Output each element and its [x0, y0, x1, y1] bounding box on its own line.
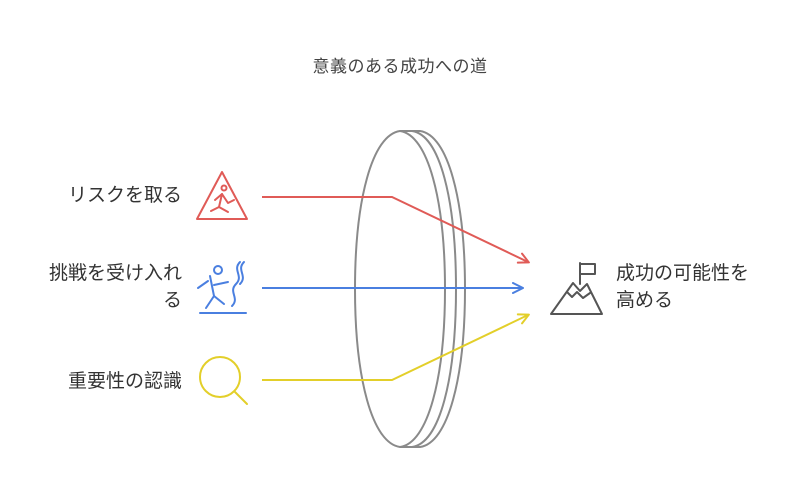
arrow-importance	[262, 313, 530, 381]
warning-fall-icon	[196, 171, 248, 220]
arrow-risk	[262, 196, 530, 264]
mountain-flag-icon	[550, 262, 603, 315]
input-label-importance: 重要性の認識	[67, 370, 182, 392]
output-label-line2: 高める	[616, 289, 674, 311]
climber-icon	[197, 261, 247, 314]
magnifier-icon	[199, 356, 248, 405]
diagram-title: 意義のある成功への道	[312, 57, 488, 77]
input-label-challenge-line2: る	[162, 289, 182, 311]
input-label-challenge-line1: 挑戦を受け入れ	[48, 262, 182, 284]
output-label-line1: 成功の可能性を	[616, 262, 750, 284]
input-label-risk: リスクを取る	[67, 184, 182, 206]
